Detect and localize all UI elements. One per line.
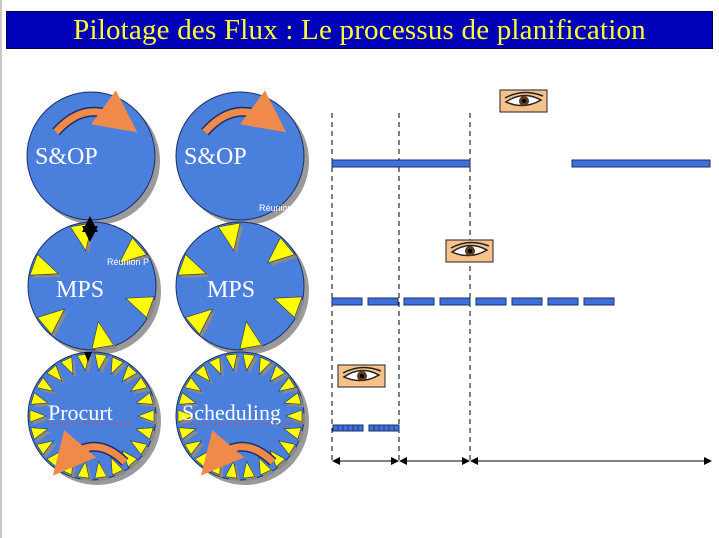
procurement-label: Procurt: [48, 400, 113, 425]
cycle-arrow-icon: [52, 430, 128, 476]
gear-tooth: [29, 253, 59, 276]
gear-tooth: [121, 364, 138, 382]
sop-left-label: S&OP: [35, 144, 98, 170]
gear-tooth: [242, 460, 256, 479]
mps-proc-link-arrow: [84, 352, 92, 362]
page-title: Pilotage des Flux : Le processus de plan…: [73, 13, 646, 46]
gear-tooth: [285, 409, 303, 423]
gear-tooth: [36, 440, 55, 456]
gear-tooth: [60, 356, 74, 375]
eye-icon: [499, 89, 548, 113]
gear-tooth: [224, 353, 238, 372]
plan-bucket-bar: [439, 297, 471, 306]
plan-bucket-bar: [511, 297, 543, 306]
eye-icon: [337, 364, 386, 388]
gear-tooth: [239, 320, 263, 350]
gear-tooth: [110, 356, 124, 375]
sop-horizon-bar: [331, 159, 471, 168]
gear-tooth: [178, 392, 197, 405]
gear-tooth: [177, 409, 195, 423]
gear-tooth: [94, 460, 108, 479]
gear-tooth: [277, 376, 296, 392]
gear-tooth: [266, 237, 296, 264]
gear-tooth: [110, 457, 124, 476]
gear-tooth: [258, 457, 272, 476]
gear-tooth: [36, 308, 66, 335]
plan-bucket-bar: [475, 297, 507, 306]
plan-bucket-bar: [403, 297, 435, 306]
gear-tooth: [135, 427, 154, 440]
sop-circle-left: S&OP: [26, 90, 160, 225]
gear-tooth: [135, 392, 154, 405]
plan-bucket-bar: [367, 297, 399, 306]
mps-circle-right: MPS: [175, 221, 309, 355]
gear-tooth: [194, 364, 211, 382]
gear-tooth: [242, 353, 256, 372]
gear-tooth: [269, 364, 286, 382]
eye-icon: [445, 239, 494, 263]
plan-bucket-bar: [331, 297, 363, 306]
gear-tooth: [30, 392, 49, 405]
mps-left-label: MPS: [56, 277, 104, 303]
gear-tooth: [29, 409, 47, 423]
sop-horizon-bar: [571, 159, 711, 168]
sop-circle-right: S&OP: [175, 90, 309, 225]
gear-tooth: [283, 427, 302, 440]
sop-right-label: S&OP: [184, 144, 247, 170]
procurement-circle: Procurt: [27, 351, 161, 485]
plan-bucket-bar: [547, 297, 579, 306]
gear-tooth: [94, 353, 108, 372]
gear-tooth: [258, 356, 272, 375]
meeting-label-left: Réunion P: [107, 257, 149, 267]
gear-tooth: [184, 308, 214, 335]
gear-tooth: [129, 376, 148, 392]
timeline: [331, 113, 712, 465]
cycle-arrow-icon: [202, 90, 287, 135]
gear-tooth: [184, 440, 203, 456]
gear-tooth: [46, 364, 63, 382]
gear-tooth: [277, 440, 296, 456]
left-edge-rule: [0, 0, 2, 538]
gear-tooth: [283, 392, 302, 405]
gear-tooth: [36, 376, 55, 392]
mps-circle-left: MPS: [27, 221, 161, 355]
title-bar: Pilotage des Flux : Le processus de plan…: [6, 11, 713, 49]
gear-tooth: [217, 222, 241, 252]
meeting-label-right: Réunion: [259, 203, 293, 213]
gear-tooth: [76, 353, 90, 372]
scheduling-circle: Scheduling: [175, 351, 309, 485]
gear-tooth: [125, 296, 155, 319]
plan-bucket-bar: [583, 297, 615, 306]
gear-tooth: [129, 440, 148, 456]
cycle-arrow-icon: [200, 430, 276, 476]
mps-right-label: MPS: [207, 277, 255, 303]
gear-tooth: [30, 427, 49, 440]
scheduling-label: Scheduling: [182, 400, 281, 425]
gear-tooth: [118, 237, 148, 264]
gear-tooth: [178, 427, 197, 440]
gear-tooth: [273, 296, 303, 319]
gear-tooth: [184, 376, 203, 392]
gear-tooth: [137, 409, 155, 423]
gear-tooth: [91, 320, 115, 350]
gear-tooth: [208, 356, 222, 375]
gear-tooth: [177, 253, 207, 276]
